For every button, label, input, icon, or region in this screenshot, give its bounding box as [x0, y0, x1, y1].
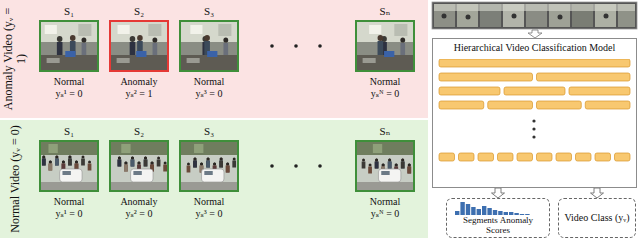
frame-image — [41, 22, 97, 70]
score-histogram — [453, 201, 543, 215]
segment-name: S₁ — [64, 124, 74, 138]
segment-class: Normal — [370, 196, 401, 208]
scores-box: Segments Anomaly Scores — [446, 198, 550, 238]
segment-frame: SₙNormalyₛᴺ = 0 — [352, 0, 418, 118]
frame-border — [179, 140, 239, 192]
video-label: Anomaly Video (yᵥ = 1) — [2, 5, 28, 113]
video-strip — [432, 2, 637, 29]
frame-image — [357, 142, 413, 190]
segment-name: S₂ — [134, 4, 144, 18]
scores-label: Segments Anomaly Scores — [450, 215, 546, 235]
segment-label: yₛᴺ = 0 — [371, 88, 400, 100]
segment-class: Normal — [370, 76, 401, 88]
model-box: Hierarchical Video Classification Model — [432, 38, 637, 188]
segment-name: S₃ — [204, 124, 214, 138]
segment-label: yₛᴺ = 0 — [371, 208, 400, 220]
frame-image — [111, 22, 167, 70]
frame-image — [111, 142, 167, 190]
segment-label: yₛ³ = 0 — [195, 88, 222, 100]
frame-image — [181, 142, 237, 190]
segment-name: Sₙ — [380, 124, 391, 138]
frame-border — [355, 20, 415, 72]
segment-name: S₂ — [134, 124, 144, 138]
normal-video-panel: Normal Video (yᵥ = 0)S₁Normalyₛ¹ = 0S₂An… — [0, 120, 428, 238]
segment-name: S₃ — [204, 4, 214, 18]
segment-label: yₛ¹ = 0 — [55, 208, 82, 220]
segment-class: Normal — [54, 76, 85, 88]
model-title: Hierarchical Video Classification Model — [433, 39, 636, 54]
segment-label: yₛ¹ = 0 — [55, 88, 82, 100]
flow-arrow — [492, 188, 505, 198]
segment-label: yₛ² = 0 — [125, 208, 152, 220]
segment-class: Anomaly — [120, 76, 157, 88]
segment-class: Normal — [194, 196, 225, 208]
segment-class: Anomaly — [120, 196, 157, 208]
frame-border — [179, 20, 239, 72]
segment-frame: SₙNormalyₛᴺ = 0 — [352, 120, 418, 238]
segment-label: yₛ³ = 0 — [195, 208, 222, 220]
segment-name: Sₙ — [380, 4, 391, 18]
segment-frame: S₂ Anomalyyₛ² = 1 — [106, 0, 172, 118]
segment-frame: S₂ Anomalyyₛ² = 0 — [106, 120, 172, 238]
video-label: Normal Video (yᵥ = 0) — [9, 125, 22, 233]
class-box: Video Class (yᵥ) — [558, 198, 636, 238]
segment-frame: S₁ Normalyₛ¹ = 0 — [36, 0, 102, 118]
model-layers — [433, 59, 636, 169]
frame-border — [355, 140, 415, 192]
frame-border — [39, 140, 99, 192]
strip-arrow — [528, 30, 542, 38]
frame-image — [41, 142, 97, 190]
frame-image — [181, 22, 237, 70]
anomaly-video-panel: Anomaly Video (yᵥ = 1)S₁Normalyₛ¹ = 0S₂A… — [0, 0, 428, 118]
frame-border — [109, 20, 169, 72]
segment-frame: S₃ Normalyₛ³ = 0 — [176, 120, 242, 238]
frame-border — [109, 140, 169, 192]
segment-class: Normal — [54, 196, 85, 208]
frame-border — [39, 20, 99, 72]
flow-arrow — [591, 188, 604, 198]
segment-name: S₁ — [64, 4, 74, 18]
segment-frame: S₁ Normalyₛ¹ = 0 — [36, 120, 102, 238]
segment-label: yₛ² = 1 — [125, 88, 152, 100]
class-label: Video Class (yᵥ) — [564, 212, 629, 224]
segment-class: Normal — [194, 76, 225, 88]
frame-image — [357, 22, 413, 70]
segment-frame: S₃ Normalyₛ³ = 0 — [176, 0, 242, 118]
